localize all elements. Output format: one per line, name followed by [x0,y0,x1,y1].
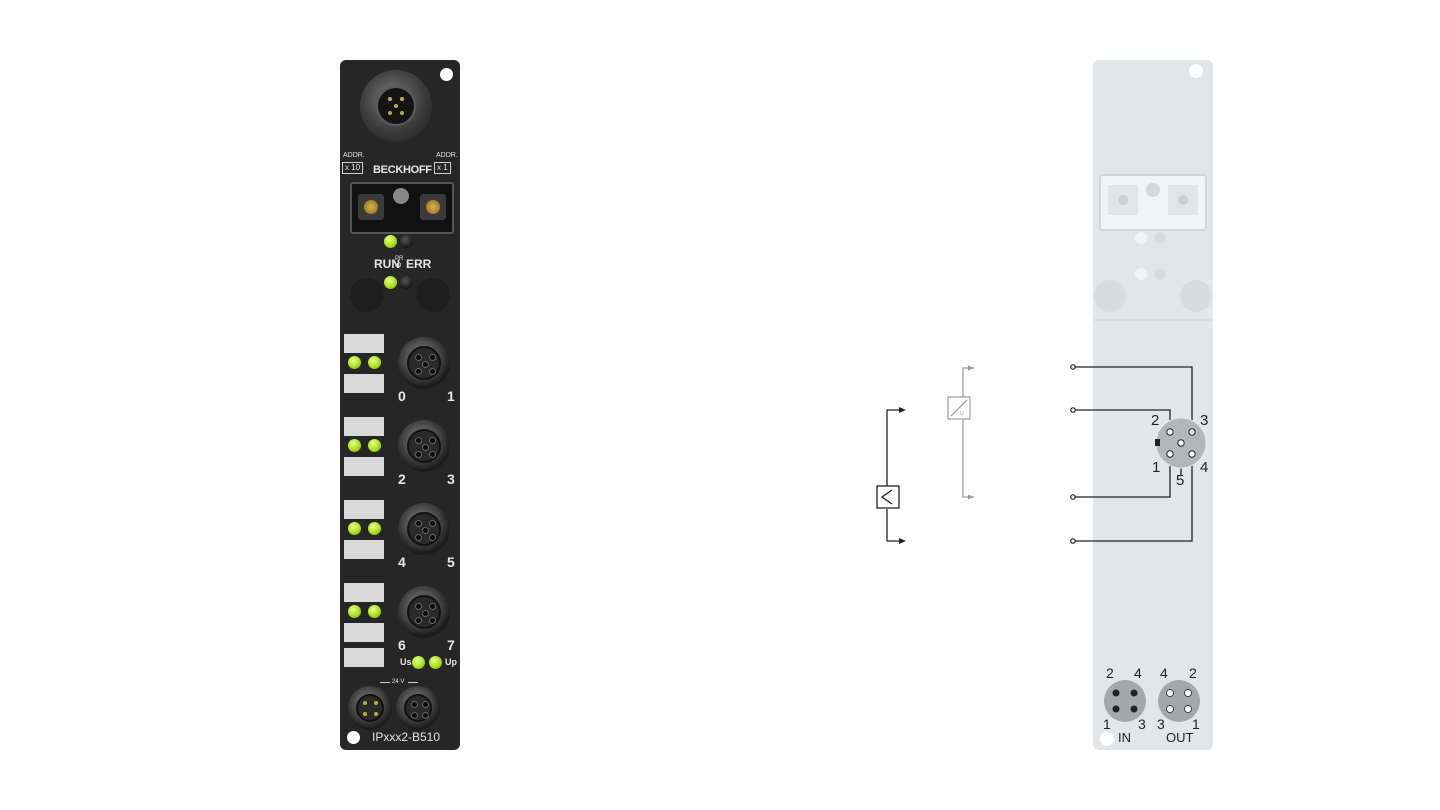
port-number-left: 0 [398,388,406,404]
mounting-hole-bottom [1100,732,1114,746]
svg-text:U: U [960,411,964,417]
mounting-hole-top [1189,64,1203,78]
power-in-label: IN [1118,730,1131,745]
address-switch-window [350,182,454,234]
err-led [400,276,413,289]
channel-led-2 [348,439,361,452]
run-label: RUN [374,257,400,271]
pin-label-2: 2 [1151,412,1160,429]
channel-led-3 [368,439,381,452]
channel-led-4 [348,522,361,535]
io-connector-4 [398,586,450,638]
pin-label-3: 3 [1200,412,1209,429]
power-in-connector [348,686,392,730]
address-rotary-switch-x1[interactable] [426,200,440,214]
up-label: Up [445,657,457,667]
power-out-label: OUT [1166,730,1194,745]
addr-left-title: ADDR. [343,152,365,159]
power-label: 24 V [392,679,405,685]
mounting-hole-top [440,68,453,81]
label-slot [344,334,384,353]
io-connector-1 [398,337,450,389]
err-label: ERR [406,257,432,271]
sensor-circuit [876,407,906,544]
power-in-pin-br: 3 [1138,716,1146,732]
power-out-pin-tr: 2 [1189,665,1197,681]
pr-label-bottom: IO [395,263,402,269]
addr-right-title: ADDR. [436,152,458,159]
label-slot [344,623,384,642]
channel-led-6 [348,605,361,618]
channel-led-5 [368,522,381,535]
port-number-left: 2 [398,471,406,487]
addr-right-multiplier: x 1 [434,162,451,174]
port-number-left: 6 [398,637,406,653]
module-front-view: ADDR. x 10 BECKHOFF ADDR. x 1 RUN PR IO … [340,60,460,750]
faded-module-details [1093,174,1213,321]
io-connector-3 [398,503,450,555]
port-number-right: 1 [447,388,455,404]
window-screw-icon [393,188,409,204]
channel-led-7 [368,605,381,618]
blind-plug-left [350,278,384,312]
pin-label-5: 5 [1176,472,1185,489]
pr-label-top: PR [395,256,404,262]
pin-label-4: 4 [1200,459,1209,476]
label-slot [344,417,384,436]
port-number-right: 7 [447,637,455,653]
port-number-right: 3 [447,471,455,487]
addr-left-multiplier: x 10 [342,162,364,174]
port-number-left: 4 [398,554,406,570]
brand-logo: BECKHOFF [373,164,432,176]
power-out-pin-bl: 3 [1157,716,1165,732]
pin-label-1: 1 [1152,459,1161,476]
address-rotary-switch-x10[interactable] [364,200,378,214]
us-label: Us [400,657,412,667]
power-out-pin-br: 1 [1192,716,1200,732]
power-out-pin-tl: 4 [1160,665,1168,681]
mounting-hole-bottom [347,731,360,744]
run-led [384,276,397,289]
label-slot [344,648,384,667]
power-out-connector [396,686,440,730]
label-slot [344,374,384,393]
faded-circuit: U [947,365,974,500]
port-number-right: 5 [447,554,455,570]
label-slot [344,500,384,519]
blind-plug-right [416,278,450,312]
channel-led-1 [368,356,381,369]
channel-led-0 [348,356,361,369]
io-port-group-4: 6 7 [340,579,460,663]
power-in-symbol [1104,680,1146,722]
io-port-group-3: 4 5 [340,496,460,580]
power-in-pin-tr: 4 [1134,665,1142,681]
connector-wiring [1074,366,1193,542]
model-label: IPxxx2-B510 [372,730,441,744]
io-port-group-1: 0 1 [340,330,460,414]
power-out-symbol [1158,680,1200,722]
label-slot [344,457,384,476]
us-led [412,656,425,669]
io-connector-2 [398,420,450,472]
status-led-1 [384,235,397,248]
label-slot [344,583,384,602]
m12-connector-symbol [1155,417,1207,469]
status-led-2 [400,235,413,248]
label-slot [344,540,384,559]
power-in-pin-bl: 1 [1103,716,1111,732]
io-port-group-2: 2 3 [340,413,460,497]
fieldbus-connector [360,70,432,142]
terminal-dots [1070,364,1076,544]
up-led [429,656,442,669]
power-in-pin-tl: 2 [1106,665,1114,681]
